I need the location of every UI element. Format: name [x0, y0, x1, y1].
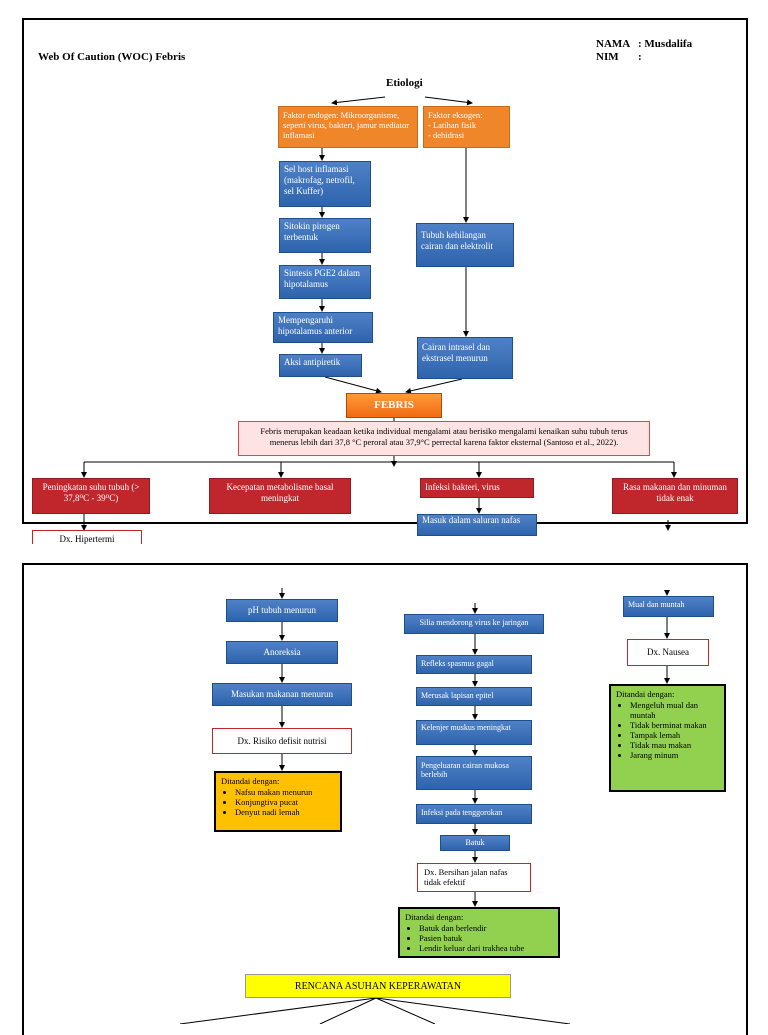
mual-muntah-box: Mual dan muntah — [623, 596, 714, 617]
rasa-makanan-box: Rasa makanan dan minuman tidak enak — [612, 478, 738, 514]
etiologi-label: Etiologi — [386, 77, 423, 89]
nausea-signs-title: Ditandai dengan: — [616, 689, 675, 699]
metabolisme-basal-box: Kecepatan metabolisme basal meningkat — [209, 478, 351, 514]
refleks-spasmus-box: Refleks spasmus gagal — [416, 655, 532, 674]
nausea-sign-item: Tidak berminat makan — [630, 720, 719, 730]
cairan-intrasel-box: Cairan intrasel dan ekstrasel menurun — [417, 337, 513, 379]
nausea-sign-item: Tidak mau makan — [630, 740, 719, 750]
infeksi-tenggorokan-box: Infeksi pada tenggorokan — [416, 804, 532, 824]
nutrisi-sign-item: Nafsu makan menurun — [235, 787, 335, 797]
dx-hipertermi-box-cut: Dx. Hipertermi — [32, 530, 142, 544]
anoreksia-box: Anoreksia — [226, 641, 338, 664]
nausea-signs-box: Ditandai dengan: Mengeluh mual dan munta… — [609, 684, 726, 792]
dx-nausea-box: Dx. Nausea — [627, 639, 709, 666]
jalan-nafas-sign-item: Lendir keluar dari trakhea tube — [419, 943, 553, 953]
merusak-epitel-box: Merusak lapisan epitel — [416, 687, 532, 706]
jalan-nafas-signs-title: Ditandai dengan: — [405, 912, 464, 922]
page-1-frame — [22, 18, 748, 524]
pengeluaran-cairan-box: Pengeluaran cairan mukosa berlebih — [416, 756, 532, 790]
page-2-frame — [22, 563, 748, 1035]
kehilangan-cairan-box: Tubuh kehilangan cairan dan elektrolit — [416, 223, 514, 267]
faktor-endogen-box: Faktor endogen: Mikroorganisme, seperti … — [278, 106, 418, 148]
page-title: Web Of Caution (WOC) Febris — [38, 51, 186, 63]
febris-box: FEBRIS — [346, 393, 442, 418]
dx-bersihan-jalan-nafas-box: Dx. Bersihan jalan nafas tidak efektif — [417, 863, 531, 892]
faktor-eksogen-item: - dehidrasi — [428, 130, 465, 140]
nama-value: : Musdalifa — [638, 38, 693, 50]
dx-risiko-defisit-nutrisi-box: Dx. Risiko defisit nutrisi — [212, 728, 352, 754]
nutrisi-signs-title: Ditandai dengan: — [221, 776, 280, 786]
infeksi-bakteri-box: Infeksi bakteri, virus — [420, 478, 534, 498]
faktor-eksogen-item: - Latihan fisik — [428, 120, 477, 130]
ph-menurun-box: pH tubuh menurun — [226, 599, 338, 622]
nama-label: NAMA — [596, 38, 631, 50]
nutrisi-signs-box: Ditandai dengan: Nafsu makan menurun Kon… — [214, 771, 342, 832]
aksi-antipiretik-box: Aksi antipiretik — [279, 354, 362, 377]
hipotalamus-anterior-box: Mempengaruhi hipotalamus anterior — [273, 312, 373, 343]
nim-value: : — [638, 51, 642, 63]
faktor-eksogen-box: Faktor eksogen: - Latihan fisik - dehidr… — [423, 106, 510, 148]
febris-definition: Febris merupakan keadaan ketika individu… — [238, 421, 650, 456]
jalan-nafas-sign-item: Pasien batuk — [419, 933, 553, 943]
silia-box: Silia mendorong virus ke jaringan — [404, 614, 544, 634]
nausea-sign-item: Mengeluh mual dan muntah — [630, 700, 719, 720]
nausea-sign-item: Tampak lemah — [630, 730, 719, 740]
nutrisi-sign-item: Denyut nadi lemah — [235, 807, 335, 817]
nutrisi-sign-item: Konjungtiva pucat — [235, 797, 335, 807]
sintesis-pge2-box: Sintesis PGE2 dalam hipotalamus — [279, 265, 371, 299]
sel-host-box: Sel host inflamasi (makrofag, netrofil, … — [279, 161, 371, 207]
masukan-makanan-box: Masukan makanan menurun — [212, 683, 352, 706]
jalan-nafas-sign-item: Batuk dan berlendir — [419, 923, 553, 933]
faktor-eksogen-title: Faktor eksogen: — [428, 110, 483, 120]
nim-label: NIM — [596, 51, 619, 63]
batuk-box: Batuk — [440, 835, 510, 851]
saluran-nafas-box-cut: Masuk dalam saluran nafas — [417, 514, 537, 536]
kelenjer-muskus-box: Kelenjer muskus meningkat — [416, 720, 532, 745]
jalan-nafas-signs-box: Ditandai dengan: Batuk dan berlendir Pas… — [398, 907, 560, 958]
nausea-sign-item: Jarang minum — [630, 750, 719, 760]
sitokin-box: Sitokin pirogen terbentuk — [279, 218, 371, 253]
rencana-asuhan-box: RENCANA ASUHAN KEPERAWATAN — [245, 974, 511, 998]
peningkatan-suhu-box: Peningkatan suhu tubuh (> 37,8⁰C - 39⁰C) — [32, 478, 150, 514]
